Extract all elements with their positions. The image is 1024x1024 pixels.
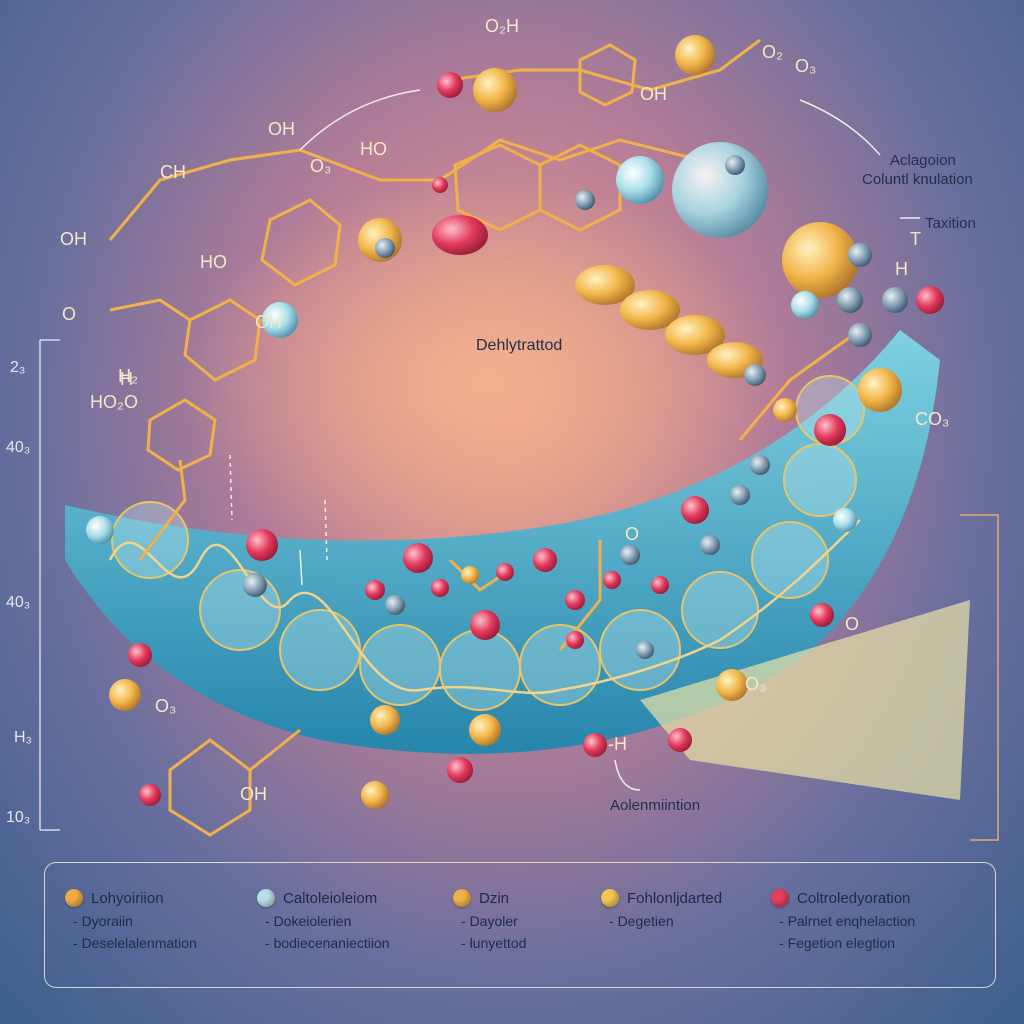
legend-dot-icon [771,889,789,907]
yellow-plane [640,600,970,800]
chem-label: O [62,304,76,324]
chem-label: HO [360,139,387,159]
chem-label: CH [160,162,186,182]
axis-tick-1: 2₃ [10,359,25,376]
chem-label: -H [608,734,627,754]
legend-dot-icon [601,889,619,907]
arrows [229,89,920,791]
axis-tick-2: 40₃ [6,439,30,456]
helix-wire [108,519,861,695]
legend-title: Coltroledyoration [797,889,911,907]
legend-dot-icon [65,889,83,907]
axis-bracket [39,339,60,831]
axis-tick-4: H₃ [14,729,32,746]
legend-title: Lohyoiriion [91,889,164,907]
axis-tick-3: 40₃ [6,594,30,611]
chem-label: CO₃ [915,409,949,429]
legend-title: Fohlonljdarted [627,889,723,907]
legend-item: Palrnet enqhelaction [787,913,916,929]
chem-label: OH [60,229,87,249]
side-label-coluntl: Coluntl knulation [862,171,973,188]
chem-label: O₃ [310,156,331,176]
legend-item: bodiecenaniectiion [273,935,390,951]
legend-item: Dokeiolerien [273,913,352,929]
legend-col-1: Lohyoiriion - Dyoraiin - Deselelalenmati… [65,889,197,951]
legend-col-4: Fohlonljdarted - Degetien [601,889,722,929]
legend-dot-icon [453,889,471,907]
chem-label: HO₂O [90,392,138,412]
chem-label: H₂ [118,366,138,386]
bead-chain [432,215,763,378]
legend-col-2: Caltoleioleiom - Dokeiolerien - bodiecen… [257,889,390,951]
axis-tick-5: 10₃ [6,809,30,826]
legend-col-5: Coltroledyoration - Palrnet enqhelaction… [771,889,915,951]
chem-label: O₃ [155,696,176,716]
chem-label: OH [255,312,282,332]
legend-dot-icon [257,889,275,907]
chem-label: O₂ [762,42,783,62]
side-label-aclagoion: Aclagoion [890,152,956,169]
legend-title: Caltoleioleiom [283,889,378,907]
legend-item: Dyoraiin [81,913,133,929]
side-label-transition: Taxition [925,215,976,232]
side-label-bottom: Aolenmiintion [610,797,700,814]
legend-box: Lohyoiriion - Dyoraiin - Deselelalenmati… [44,862,996,988]
chem-label: O₂H [485,16,519,36]
right-bracket [960,514,999,841]
vesicles [111,375,865,711]
chem-label: O₃ [795,56,816,76]
chem-label: H [120,369,133,389]
chem-label: OH [640,84,667,104]
legend-item: Dayoler [469,913,518,929]
chem-label: OH [240,784,267,804]
atoms [86,72,944,809]
legend-item: Deselelalenmation [81,935,197,951]
chem-label: O [625,524,639,544]
chem-label: O₃ [745,674,766,694]
legend-col-3: Dzin - Dayoler - lunyettod [453,889,526,951]
legend-title: Dzin [479,889,510,907]
center-label: Dehlytrattod [476,337,562,354]
chem-label: O [845,614,859,634]
legend-item: lunyettod [469,935,527,951]
chem-label: H [895,259,908,279]
legend-item: Fegetion elegtion [787,935,895,951]
legend-item: Degetien [617,913,674,929]
chem-label: HO [200,252,227,272]
chem-label: OH [268,119,295,139]
chem-label: T [910,229,921,249]
